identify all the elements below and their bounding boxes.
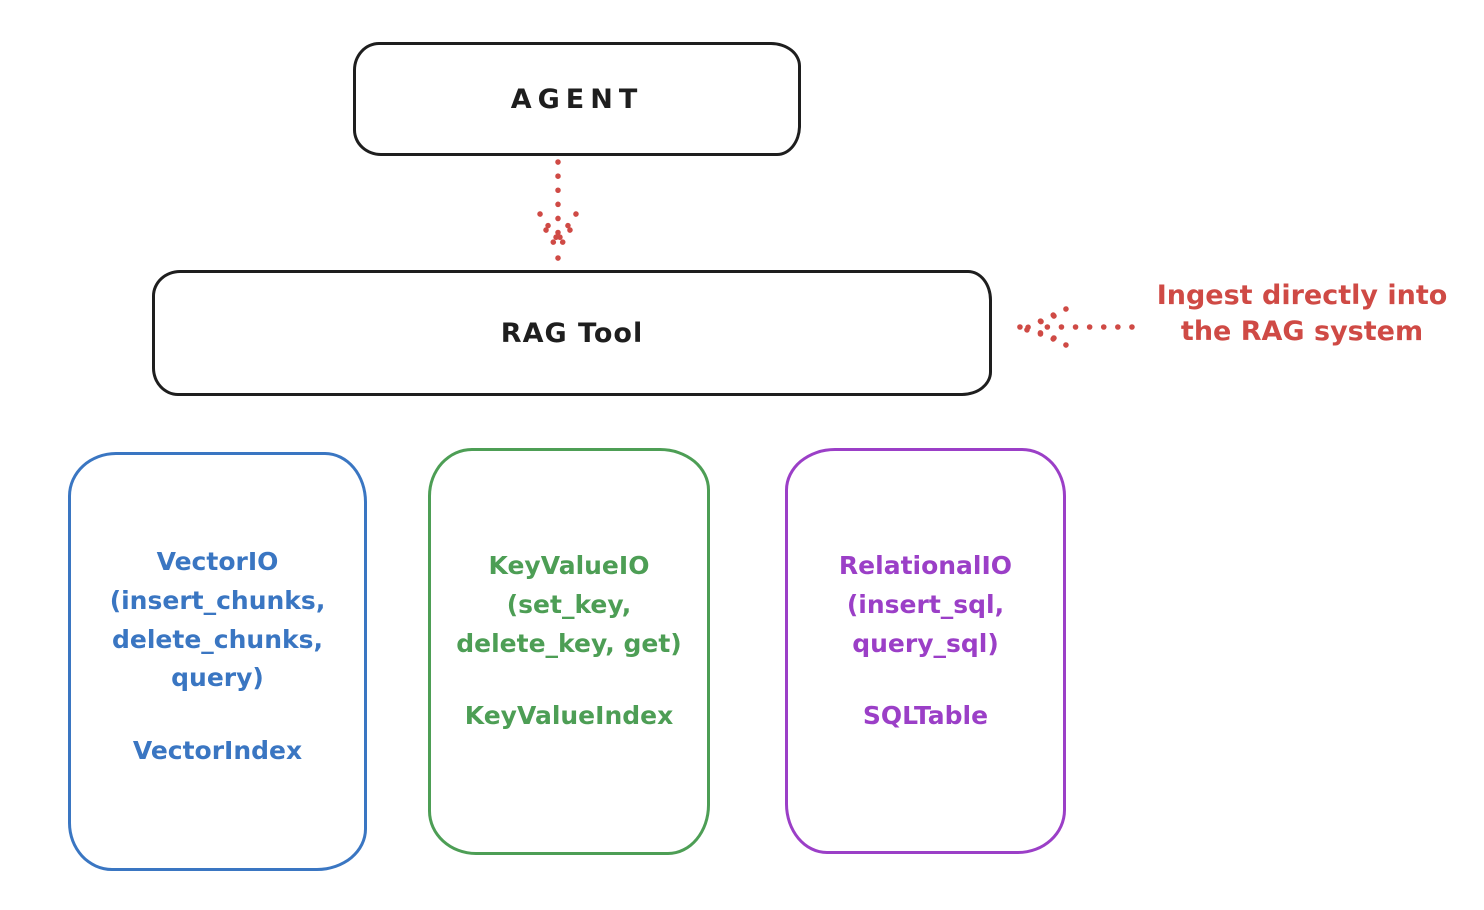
agent-node: AGENT [353, 42, 801, 156]
backend-node-relational-io: RelationalIO (insert_sql, query_sql) SQL… [785, 448, 1066, 854]
vector-io-title: VectorIO (insert_chunks, delete_chunks, … [109, 547, 326, 693]
relational-io-index-label: SQLTable [862, 701, 989, 731]
rag-tool-node-label: RAG Tool [500, 317, 644, 349]
rag-tool-node: RAG Tool [152, 270, 992, 396]
backend-node-keyvalue-io: KeyValueIO (set_key, delete_key, get) Ke… [428, 448, 710, 855]
relational-io-title: RelationalIO (insert_sql, query_sql) [838, 551, 1013, 658]
keyvalue-io-title: KeyValueIO (set_key, delete_key, get) [456, 551, 682, 658]
vector-io-index-label: VectorIndex [132, 736, 303, 765]
ingest-annotation: Ingest directly into the RAG system [1156, 280, 1448, 348]
agent-node-label: AGENT [510, 83, 644, 115]
agent-to-rag-dotted-arrow-icon [536, 158, 580, 268]
annotation-to-rag-dotted-arrow-icon [1014, 303, 1136, 351]
keyvalue-io-index-label: KeyValueIndex [464, 701, 674, 731]
backend-node-vector-io: VectorIO (insert_chunks, delete_chunks, … [68, 452, 367, 871]
